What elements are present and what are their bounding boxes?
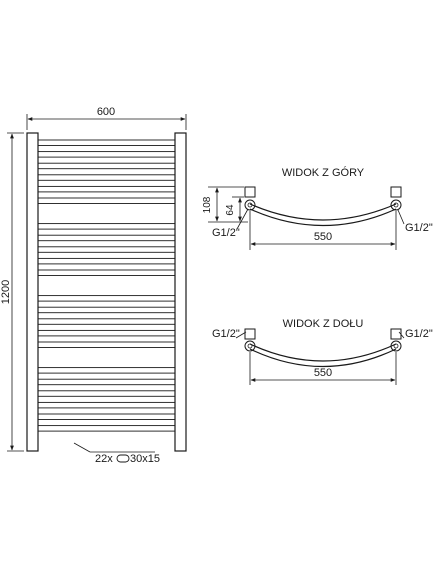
horizontal-tubes [37,139,176,432]
top-view-title: WIDOK Z GÓRY [282,166,365,179]
top-right-connector [390,186,402,211]
tube-10 [37,257,176,265]
tube-11 [37,269,176,276]
tube-6 [37,197,176,204]
tube-21 [37,413,176,420]
bottom-axis-label: 550 [314,367,332,379]
height-label: 1200 [0,280,12,304]
top-right-connector-label: G1/2" [405,222,433,234]
offset-label: 64 [225,204,236,216]
depth-dimensions: 108 64 [202,186,248,223]
top-axis-label: 550 [314,231,332,243]
bottom-left-connector-label: G1/2" [212,328,240,340]
top-view: WIDOK Z GÓRY 108 64 G1/2" [202,166,433,250]
tube-20 [37,401,176,409]
bottom-curved-tube [249,343,397,362]
top-axis-dimension: 550 [249,211,397,250]
bottom-axis-dimension: 550 [249,352,397,385]
bottom-view-title: WIDOK Z DOŁU [283,318,364,330]
tube-19 [37,390,176,397]
tube-17 [37,367,176,374]
tube-profile-label: 30x15 [130,453,160,465]
tube-5 [37,185,176,193]
tube-4 [37,174,176,181]
tube-7 [37,223,176,230]
tube-12 [37,295,176,302]
top-left-connector-label: G1/2" [212,227,240,239]
bottom-left-connector [244,328,256,352]
tube-8 [37,234,176,242]
tube-count-label: 22x [95,453,113,465]
tube-2 [37,151,176,158]
width-dimension: 600 [26,106,187,130]
bottom-right-connector-label: G1/2" [405,328,433,340]
right-rail [174,132,187,452]
tube-13 [37,306,176,314]
tube-16 [37,341,176,348]
tube-18 [37,378,176,386]
tube-1 [37,139,176,146]
bottom-view: WIDOK Z DOŁU G1/2" G1/2" 550 [212,318,433,385]
tube-22 [37,425,176,432]
oval-profile-icon [116,454,130,463]
top-curved-tube [249,203,397,221]
left-rail [26,132,39,452]
front-view: 600 1200 22x 30x15 [0,106,187,465]
tube-14 [37,318,176,325]
width-label: 600 [97,106,115,118]
top-left-connector [244,186,256,211]
tube-annotation: 22x 30x15 [73,442,160,465]
tube-3 [37,162,176,170]
height-dimension: 1200 [0,132,24,452]
tube-9 [37,246,176,253]
depth-label: 108 [202,196,213,213]
tube-15 [37,329,176,337]
